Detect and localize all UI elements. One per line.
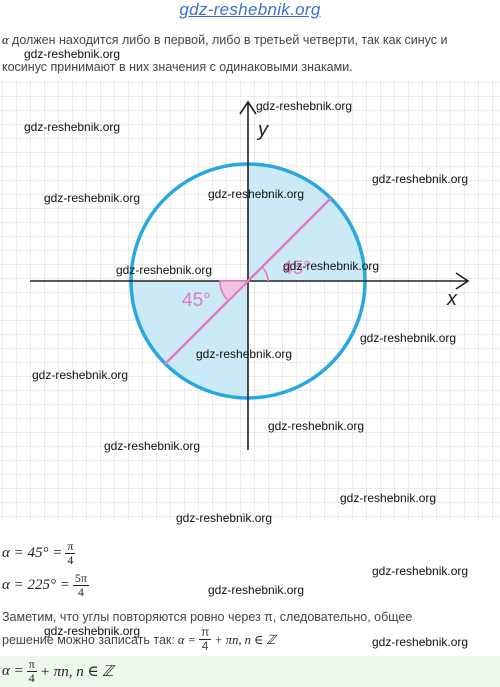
watermark: gdz-reshebnik.org (208, 187, 305, 201)
equation-1-lhs: α = 45° = (2, 545, 63, 561)
watermark: gdz-reshebnik.org (24, 120, 121, 134)
conclusion-numerator: π (198, 625, 212, 640)
answer-fraction: π 4 (26, 657, 37, 685)
watermark: gdz-reshebnik.org (44, 624, 141, 638)
angle-label-q1: 45° (282, 258, 311, 279)
equation-2-fraction: 5π 4 (72, 571, 89, 599)
x-axis-arrow (455, 272, 470, 290)
equation-1-numerator: π (65, 539, 76, 554)
intro-text-1: должен находится либо в первой, либо в т… (8, 33, 448, 47)
watermark: gdz-reshebnik.org (372, 564, 469, 578)
equation-2-numerator: 5π (72, 571, 89, 586)
equation-2-denominator: 4 (77, 585, 84, 599)
watermark: gdz-reshebnik.org (24, 47, 121, 61)
answer-rhs: + πn, n ∈ ℤ (39, 664, 114, 680)
answer-numerator: π (26, 657, 37, 672)
watermark: gdz-reshebnik.org (372, 635, 469, 649)
watermark: gdz-reshebnik.org (196, 347, 293, 361)
watermark: gdz-reshebnik.org (283, 259, 380, 273)
alpha-symbol: α (2, 33, 9, 47)
x-axis-label: x (446, 288, 458, 310)
watermark: gdz-reshebnik.org (44, 191, 141, 205)
conclusion-line-2: решение можно записать так: α = π 4 + πn… (2, 626, 276, 653)
y-axis-arrow (239, 100, 257, 115)
answer-formula: α = π 4 + πn, n ∈ ℤ (2, 658, 113, 685)
answer-box (0, 656, 500, 687)
unit-circle-figure: y x 45° 45° (0, 80, 500, 520)
watermark: gdz-reshebnik.org (104, 439, 201, 453)
conclusion-line-1: Заметим, что углы повторяются ровно чере… (2, 610, 413, 624)
answer-denominator: 4 (28, 671, 35, 685)
watermark: gdz-reshebnik.org (372, 172, 469, 186)
watermark: gdz-reshebnik.org (360, 331, 457, 345)
answer-lhs: α = (2, 663, 24, 679)
angle-arc-q3 (219, 280, 250, 302)
conclusion-denominator: 4 (201, 639, 209, 653)
equation-1-denominator: 4 (67, 553, 74, 567)
intro-line-2: косинус принимают в них значения с одина… (2, 60, 353, 74)
equation-2: α = 225° = 5π 4 (2, 572, 92, 599)
grid-background (0, 80, 500, 520)
watermark: gdz-reshebnik.org (208, 583, 305, 597)
watermark: gdz-reshebnik.org (256, 99, 353, 113)
intro-line-1: α должен находится либо в первой, либо в… (2, 32, 447, 48)
watermark: gdz-reshebnik.org (116, 263, 213, 277)
watermark: gdz-reshebnik.org (176, 511, 273, 525)
site-header-link[interactable]: gdz-reshebnik.org (179, 0, 321, 19)
watermark: gdz-reshebnik.org (268, 419, 365, 433)
conclusion-fraction: π 4 (198, 625, 212, 653)
equation-1: α = 45° = π 4 (2, 540, 78, 567)
angle-arc-q1 (261, 266, 269, 282)
conclusion-formula-rhs: + πn, n ∈ ℤ (214, 632, 276, 647)
equation-2-lhs: α = 225° = (2, 577, 70, 593)
y-axis-label: y (256, 119, 269, 141)
watermark: gdz-reshebnik.org (32, 368, 129, 382)
angle-label-q3: 45° (182, 290, 211, 311)
conclusion-text: решение можно записать так: (2, 632, 175, 647)
equation-1-fraction: π 4 (65, 539, 76, 567)
conclusion-formula-lhs: α = (177, 632, 196, 647)
watermark: gdz-reshebnik.org (340, 491, 437, 505)
